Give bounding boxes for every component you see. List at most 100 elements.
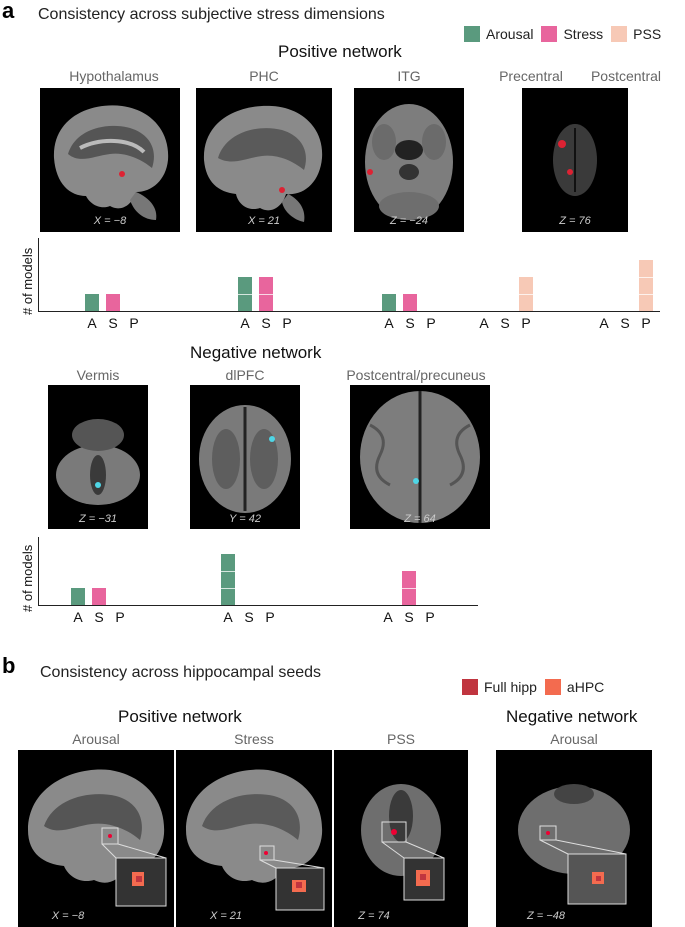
tick-label-S: S bbox=[405, 315, 415, 331]
panel-b-legend: Full hipp aHPC bbox=[462, 678, 612, 696]
panel-b-negative-title: Negative network bbox=[506, 707, 638, 726]
tick-label-S: S bbox=[620, 315, 630, 331]
tick-label-P: P bbox=[115, 609, 125, 625]
region-label-precentral: Precentral bbox=[499, 68, 563, 84]
bar-stress bbox=[403, 294, 417, 311]
brain-slice-dlpfc bbox=[190, 385, 300, 529]
panel-b-title: Consistency across hippocampal seeds bbox=[40, 664, 322, 681]
tick-label-A: A bbox=[240, 315, 250, 331]
legend-pss-swatch bbox=[611, 25, 628, 42]
bar-segment-divider bbox=[639, 294, 653, 295]
tick-label-A: A bbox=[599, 315, 609, 331]
bar-pss bbox=[639, 260, 653, 311]
panel-b-letter: b bbox=[2, 653, 16, 678]
bar-segment-divider bbox=[221, 588, 235, 589]
panel-b-positive-title: Positive network bbox=[118, 707, 242, 726]
coord-hypothalamus: X = −8 bbox=[93, 215, 127, 227]
hipp-coord-pss: Z = 74 bbox=[358, 910, 390, 922]
region-label-hypothalamus: Hypothalamus bbox=[69, 68, 159, 84]
brain-slice-itg bbox=[354, 88, 464, 232]
positive-x-axis bbox=[38, 311, 660, 312]
tick-label-S: S bbox=[261, 315, 271, 331]
region-label-vermis: Vermis bbox=[76, 367, 120, 383]
legend-stress-swatch bbox=[541, 25, 558, 42]
bar-segment-divider bbox=[402, 588, 416, 589]
legend-ahpc-label: aHPC bbox=[566, 678, 605, 695]
hipp-slice-stress bbox=[176, 750, 332, 927]
bar-stress bbox=[402, 571, 416, 605]
hipp-label-pss: PSS bbox=[386, 731, 415, 747]
tick-label-S: S bbox=[108, 315, 118, 331]
bar-arousal bbox=[71, 588, 85, 605]
region-label-itg: ITG bbox=[397, 68, 421, 84]
bar-arousal bbox=[238, 277, 252, 311]
negative-network-title: Negative network bbox=[190, 343, 322, 362]
coord-vermis: Z = −31 bbox=[79, 513, 117, 525]
negative-x-axis bbox=[38, 605, 478, 606]
hipp-slice-arousal bbox=[18, 750, 174, 927]
brain-slice-precentral-postcentral bbox=[522, 88, 628, 232]
hipp-slice-pss bbox=[334, 750, 468, 927]
bar-segment-divider bbox=[519, 294, 533, 295]
positive-y-axis bbox=[38, 238, 39, 312]
tick-label-S: S bbox=[500, 315, 510, 331]
tick-label-A: A bbox=[479, 315, 489, 331]
bar-arousal bbox=[85, 294, 99, 311]
negative-ylabel: # of models bbox=[20, 544, 35, 612]
bar-stress bbox=[259, 277, 273, 311]
legend-arousal-swatch bbox=[464, 25, 480, 42]
tick-label-A: A bbox=[384, 315, 394, 331]
tick-label-A: A bbox=[223, 609, 233, 625]
hipp-label-stress: Stress bbox=[234, 731, 274, 747]
tick-label-P: P bbox=[426, 315, 436, 331]
panel-a-letter: a bbox=[2, 0, 15, 23]
tick-label-S: S bbox=[404, 609, 414, 625]
region-label-postcentral: Postcentral bbox=[590, 68, 662, 84]
region-label-phc: PHC bbox=[249, 68, 279, 84]
legend-pss-label: PSS bbox=[633, 25, 662, 42]
brain-slice-phc bbox=[196, 88, 332, 232]
tick-label-P: P bbox=[265, 609, 275, 625]
hipp-label-arousal: Arousal bbox=[72, 731, 120, 747]
hipp-coord-arousal: X = −8 bbox=[51, 910, 85, 922]
bar-segment-divider bbox=[221, 571, 235, 572]
positive-ylabel: # of models bbox=[20, 247, 35, 315]
panel-a-title: Consistency across subjective stress dim… bbox=[38, 6, 385, 23]
bar-segment-divider bbox=[259, 294, 273, 295]
brain-slice-postcentral-precuneus bbox=[350, 385, 490, 529]
bar-arousal bbox=[382, 294, 396, 311]
bar-stress bbox=[92, 588, 106, 605]
bar-segment-divider bbox=[639, 277, 653, 278]
tick-label-A: A bbox=[383, 609, 393, 625]
tick-label-P: P bbox=[282, 315, 292, 331]
tick-label-P: P bbox=[521, 315, 531, 331]
negative-y-axis bbox=[38, 537, 39, 606]
legend-full-hipp-swatch bbox=[462, 678, 478, 695]
hipp-label-negative-arousal: Arousal bbox=[550, 731, 598, 747]
legend-stress-label: Stress bbox=[563, 25, 604, 42]
coord-postcentral-precuneus: Z = 64 bbox=[404, 513, 436, 525]
bar-arousal bbox=[221, 554, 235, 605]
brain-slice-hypothalamus bbox=[40, 88, 180, 232]
hipp-slice-negative-arousal bbox=[496, 750, 652, 927]
bar-stress bbox=[106, 294, 120, 311]
tick-label-P: P bbox=[425, 609, 435, 625]
coord-itg: Z = −24 bbox=[390, 215, 428, 227]
tick-label-A: A bbox=[87, 315, 97, 331]
coord-phc: X = 21 bbox=[247, 215, 281, 227]
coord-dlpfc: Y = 42 bbox=[229, 513, 261, 525]
coord-precentral-postcentral: Z = 76 bbox=[559, 215, 591, 227]
bar-pss bbox=[519, 277, 533, 311]
tick-label-S: S bbox=[94, 609, 104, 625]
positive-network-title: Positive network bbox=[278, 42, 402, 61]
tick-label-P: P bbox=[641, 315, 651, 331]
bar-segment-divider bbox=[238, 294, 252, 295]
hipp-coord-stress: X = 21 bbox=[209, 910, 243, 922]
legend-full-hipp-label: Full hipp bbox=[484, 678, 537, 695]
region-label-postcentral-precuneus: Postcentral/precuneus bbox=[346, 367, 486, 383]
region-label-dlpfc: dlPFC bbox=[225, 367, 265, 383]
legend-ahpc-swatch bbox=[544, 678, 561, 695]
tick-label-S: S bbox=[244, 609, 254, 625]
tick-label-P: P bbox=[129, 315, 139, 331]
